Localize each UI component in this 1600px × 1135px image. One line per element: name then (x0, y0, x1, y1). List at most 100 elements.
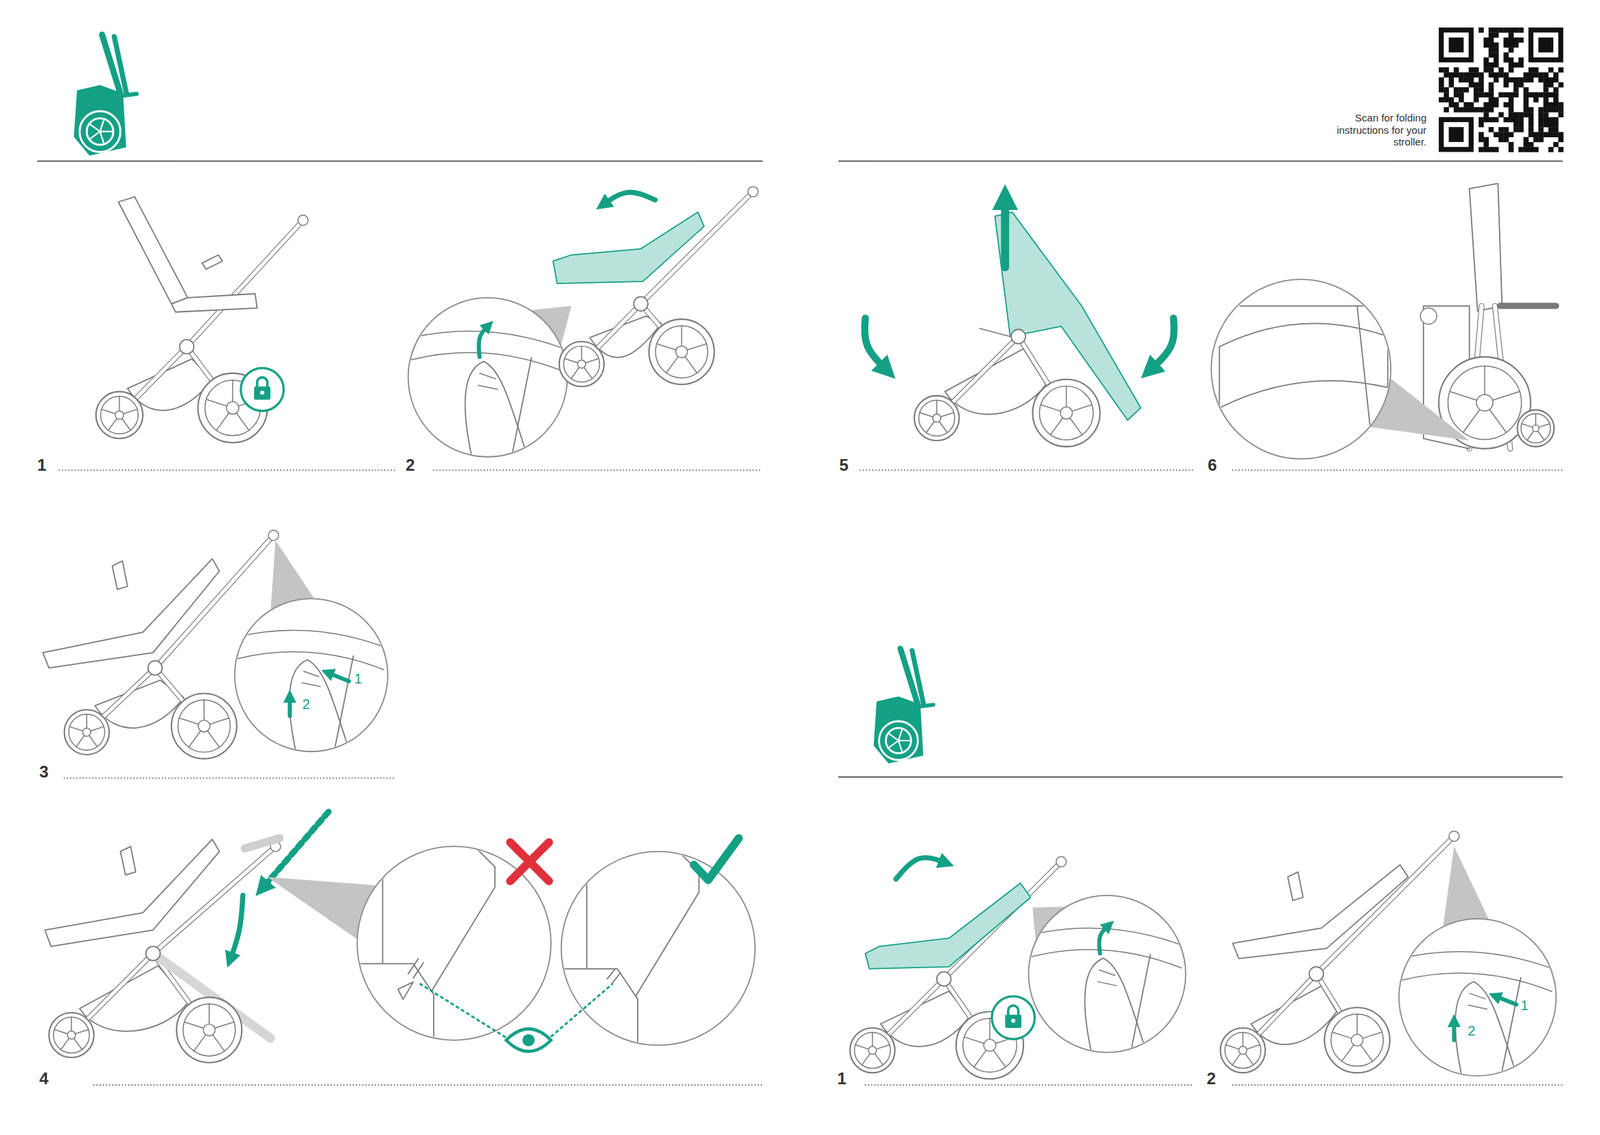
qr-module (1508, 67, 1515, 73)
handlebar (268, 530, 279, 541)
folded-stroller-icon (74, 35, 138, 156)
qr-module (1553, 107, 1559, 113)
qr-module (1488, 146, 1495, 153)
qr-module (1528, 117, 1535, 123)
qr-module (1553, 77, 1559, 84)
wheel-rim (563, 345, 600, 382)
handlebar (1056, 856, 1067, 867)
dotted-rule (64, 777, 396, 780)
dotted-rule (1232, 1084, 1563, 1086)
qr-module (1518, 57, 1524, 64)
qr-module (1553, 91, 1559, 98)
qr-module (1553, 72, 1559, 78)
wheel-spoke (208, 1004, 210, 1025)
qr-module (1538, 111, 1544, 118)
qr-module (1553, 117, 1559, 123)
finger (1469, 993, 1486, 1000)
qr-module (1498, 91, 1504, 98)
seat (112, 560, 128, 590)
qr-module (1533, 146, 1539, 153)
handle-bar (1028, 938, 1187, 959)
qr-module (1458, 107, 1465, 113)
qr-module (1493, 42, 1500, 49)
callout-number: 2 (1467, 1023, 1476, 1040)
qr-module (1503, 102, 1509, 108)
wheel (1517, 409, 1555, 447)
qr-module (1503, 72, 1509, 78)
qr-module (1498, 126, 1504, 133)
qr-module (1478, 122, 1484, 128)
zoom-circle (408, 297, 568, 458)
wheel-hub (577, 360, 586, 369)
press-arrow (1495, 996, 1517, 1005)
wheel (1032, 379, 1100, 447)
handle-bar-fill (1028, 938, 1187, 959)
wheel (171, 693, 237, 760)
folded-canopy (1469, 183, 1503, 311)
qr-module (1483, 142, 1489, 148)
qr-module (1508, 97, 1515, 103)
wheel (1324, 1007, 1390, 1073)
finger (1097, 982, 1117, 987)
wheel-spoke (936, 400, 937, 414)
finger (1099, 969, 1116, 976)
qr-module (1528, 67, 1535, 73)
wheel-spoke (862, 1053, 871, 1065)
callout-number: 2 (302, 696, 310, 713)
zoom-content (352, 831, 495, 1056)
qr-module (1498, 131, 1504, 138)
handle-bar-fill (408, 341, 568, 362)
wheel-hub (675, 345, 688, 358)
qr-module (1538, 126, 1544, 133)
wheel-hub (1238, 1046, 1248, 1055)
wheel-spoke (236, 413, 249, 431)
wheel-spoke (989, 1018, 990, 1040)
lock-shackle (1008, 1005, 1019, 1016)
qr-module (1478, 87, 1484, 93)
wheel-spoke (61, 1038, 70, 1050)
lift-arrow (1098, 925, 1108, 954)
zoom-circle (1211, 279, 1392, 460)
zoom-content (408, 341, 568, 458)
stroller-figure (553, 186, 759, 387)
qr-module (1483, 102, 1489, 108)
qr-module (1458, 97, 1465, 103)
rotate-arrow (604, 192, 655, 204)
handle-bar (408, 341, 568, 362)
qr-module (1493, 27, 1500, 33)
wheel-spoke (89, 735, 98, 747)
qr-module (1468, 82, 1475, 88)
frame-edge (1239, 305, 1368, 307)
wheel-spoke (875, 1053, 884, 1065)
qr-module (1483, 62, 1489, 68)
qr-module (1508, 47, 1515, 53)
qr-module (1508, 131, 1515, 138)
qr-module (1548, 122, 1555, 128)
qr-module (1443, 72, 1449, 78)
icon-wheel (79, 111, 121, 152)
step-number: 3 (39, 762, 49, 782)
qr-module (1478, 117, 1484, 123)
hand (465, 361, 528, 458)
qr-module (1473, 87, 1480, 93)
icon-bar (917, 704, 934, 707)
icon-spoke (898, 728, 903, 741)
seat (1232, 864, 1409, 959)
frame-tube-fill (186, 220, 303, 347)
qr-module (1523, 87, 1529, 93)
wheel (96, 391, 143, 439)
wheel-rim (183, 1004, 236, 1057)
qr-module (1493, 77, 1500, 84)
qr-module (1518, 37, 1524, 44)
eye-pupil (522, 1034, 535, 1047)
wheel-spoke (205, 399, 227, 407)
qr-module (1493, 47, 1500, 53)
zoom-callout (555, 836, 756, 1062)
qr-module (1558, 131, 1564, 138)
qr-module (1443, 107, 1449, 113)
strap (1219, 323, 1388, 408)
icon-spoke (100, 118, 105, 132)
qr-module (1528, 77, 1535, 84)
wheel-spoke (86, 714, 88, 729)
wheel-spoke (118, 396, 120, 411)
